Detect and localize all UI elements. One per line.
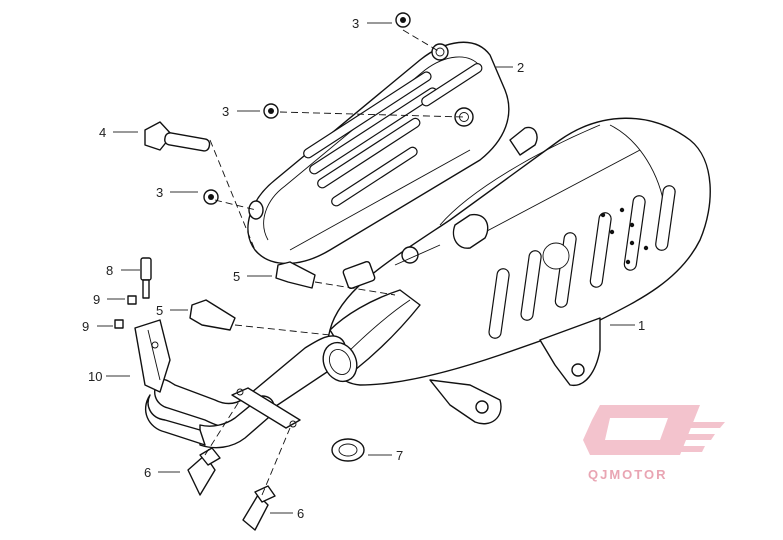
qjmotor-logo: QJMOTOR bbox=[583, 405, 725, 482]
heat-shield-part bbox=[247, 41, 510, 265]
logo-text: QJMOTOR bbox=[588, 467, 668, 482]
long-bolt-part bbox=[144, 121, 211, 152]
callout-6a: 6 bbox=[144, 465, 151, 480]
bolt-part bbox=[203, 12, 411, 205]
sensor-bracket-part bbox=[134, 319, 171, 393]
oxygen-sensor-part bbox=[140, 257, 152, 299]
stud-part bbox=[187, 447, 276, 531]
screw-part bbox=[114, 295, 137, 329]
callout-4: 4 bbox=[99, 125, 106, 140]
callout-1: 1 bbox=[638, 318, 645, 333]
callout-labels: 1 2 3 3 3 4 5 5 6 6 7 8 9 9 10 bbox=[82, 16, 645, 521]
callout-3b: 3 bbox=[222, 104, 229, 119]
callout-2: 2 bbox=[517, 60, 524, 75]
callout-5b: 5 bbox=[156, 303, 163, 318]
callout-7: 7 bbox=[396, 448, 403, 463]
callout-3c: 3 bbox=[156, 185, 163, 200]
callout-8: 8 bbox=[106, 263, 113, 278]
callout-9b: 9 bbox=[82, 319, 89, 334]
callout-6b: 6 bbox=[297, 506, 304, 521]
header-pipe-part bbox=[145, 335, 358, 449]
callout-9a: 9 bbox=[93, 292, 100, 307]
assembly-guide-lines bbox=[204, 29, 465, 496]
logo-mark bbox=[583, 405, 700, 455]
spacer-part bbox=[189, 261, 316, 331]
callout-5a: 5 bbox=[233, 269, 240, 284]
callout-10: 10 bbox=[88, 369, 102, 384]
gasket-part bbox=[331, 438, 365, 462]
callout-leaders bbox=[97, 22, 635, 514]
callout-3a: 3 bbox=[352, 16, 359, 31]
muffler-part bbox=[326, 117, 711, 425]
